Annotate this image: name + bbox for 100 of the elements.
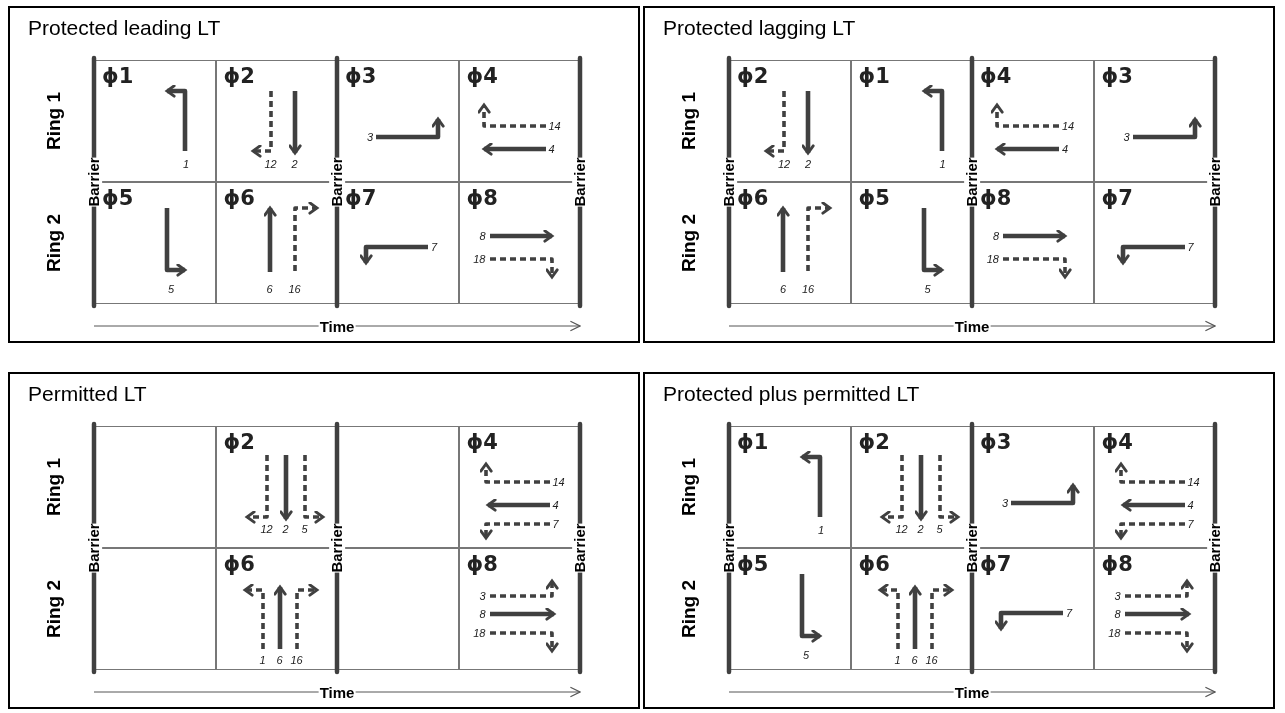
barrier-label: Barrier — [572, 157, 588, 207]
phase-label: ϕ6 — [858, 552, 890, 576]
barrier-label: Barrier — [86, 523, 102, 573]
movement-number: 18 — [473, 253, 486, 265]
phase-label: ϕ4 — [466, 430, 498, 454]
panel-title: Protected leading LT — [28, 16, 221, 40]
phase-label: ϕ2 — [858, 430, 890, 454]
movement-number: 14 — [548, 120, 561, 132]
movement-number: 5 — [167, 283, 175, 295]
movement-number: 1 — [894, 654, 901, 666]
phase-label: ϕ5 — [858, 186, 890, 210]
movement-number: 18 — [473, 627, 486, 639]
movement-number: 7 — [1066, 607, 1073, 619]
movement-number: 7 — [552, 518, 559, 530]
ring-label: Ring 2 — [44, 213, 64, 273]
movement-number: 1 — [817, 524, 825, 536]
barrier-label: Barrier — [1207, 523, 1223, 573]
movement-number: 2 — [291, 158, 298, 170]
movement-number: 8 — [479, 608, 486, 620]
movement-number: 6 — [779, 283, 787, 295]
movement-number: 12 — [260, 523, 273, 535]
phase-label: ϕ3 — [345, 64, 377, 88]
barrier-label: Barrier — [86, 157, 102, 207]
movement-number: 14 — [1062, 120, 1075, 132]
movement-number: 5 — [301, 523, 308, 535]
movement-number: 14 — [552, 476, 565, 488]
phase-label: ϕ3 — [980, 430, 1012, 454]
phase-label: ϕ6 — [223, 186, 255, 210]
movement-number: 2 — [282, 523, 289, 535]
phase-label: ϕ6 — [223, 552, 255, 576]
ring-label: Ring 1 — [44, 91, 64, 151]
phase-label: ϕ5 — [737, 552, 769, 576]
phase-label: ϕ8 — [466, 552, 498, 576]
movement-number: 12 — [264, 158, 277, 170]
phase-label: ϕ5 — [102, 186, 134, 210]
movement-number: 8 — [992, 230, 999, 242]
phase-label: ϕ8 — [466, 186, 498, 210]
ring-label: Ring 1 — [679, 457, 699, 517]
ring-label: Ring 2 — [44, 579, 64, 639]
movement-number: 12 — [895, 523, 908, 535]
movement-number: 18 — [986, 253, 999, 265]
movement-number: 5 — [924, 283, 931, 295]
phase-label: ϕ2 — [223, 430, 255, 454]
diagram-panel — [8, 6, 640, 343]
phase-label: ϕ7 — [345, 186, 377, 210]
phase-label: ϕ6 — [737, 186, 769, 210]
ring-label: Ring 2 — [679, 579, 699, 639]
movement-number: 3 — [1123, 131, 1130, 143]
movement-number: 4 — [552, 499, 559, 511]
movement-number: 4 — [1062, 143, 1069, 155]
barrier-label: Barrier — [329, 523, 345, 573]
barrier-label: Barrier — [329, 157, 345, 207]
phase-label: ϕ3 — [1101, 64, 1133, 88]
phase-label: ϕ2 — [223, 64, 255, 88]
phase-label: ϕ8 — [1101, 552, 1133, 576]
phase-label: ϕ2 — [737, 64, 769, 88]
movement-number: 1 — [182, 158, 190, 170]
diagram-panel — [643, 6, 1275, 343]
phase-label: ϕ1 — [102, 64, 134, 88]
movement-number: 5 — [802, 649, 810, 661]
diagram-panel — [8, 372, 640, 709]
phase-label: ϕ7 — [980, 552, 1012, 576]
movement-number: 4 — [548, 143, 555, 155]
movement-number: 2 — [917, 523, 924, 535]
diagram-panel — [643, 372, 1275, 709]
ring-label: Ring 1 — [44, 457, 64, 517]
movement-number: 6 — [276, 654, 283, 666]
phase-label: ϕ7 — [1101, 186, 1133, 210]
movement-number: 4 — [1187, 499, 1194, 511]
barrier-label: Barrier — [572, 523, 588, 573]
barrier-label: Barrier — [1207, 157, 1223, 207]
movement-number: 7 — [1187, 241, 1194, 253]
movement-number: 12 — [777, 158, 791, 170]
barrier-label: Barrier — [964, 523, 980, 573]
movement-number: 7 — [1187, 518, 1194, 530]
panel-title: Permitted LT — [28, 382, 147, 406]
movement-number: 16 — [288, 283, 301, 295]
phase-label: ϕ1 — [858, 64, 890, 88]
movement-number: 1 — [939, 158, 946, 170]
phase-label: ϕ4 — [1101, 430, 1133, 454]
phase-label: ϕ8 — [980, 186, 1012, 210]
ring-label: Ring 2 — [679, 213, 699, 273]
barrier-label: Barrier — [721, 523, 737, 573]
movement-number: 1 — [259, 654, 266, 666]
movement-number: 3 — [479, 590, 486, 602]
movement-number: 3 — [1114, 590, 1121, 602]
barrier-label: Barrier — [964, 157, 980, 207]
phase-label: ϕ4 — [980, 64, 1012, 88]
movement-number: 6 — [911, 654, 918, 666]
movement-number: 16 — [801, 283, 815, 295]
movement-number: 3 — [1001, 497, 1008, 509]
movement-number: 5 — [936, 523, 943, 535]
barrier-label: Barrier — [721, 157, 737, 207]
movement-number: 18 — [1108, 627, 1121, 639]
movement-number: 7 — [431, 241, 438, 253]
ring-label: Ring 1 — [679, 91, 699, 151]
movement-number: 16 — [290, 654, 303, 666]
panel-title: Protected plus permitted LT — [663, 382, 920, 406]
movement-number: 2 — [804, 158, 812, 170]
phase-label: ϕ1 — [737, 430, 769, 454]
